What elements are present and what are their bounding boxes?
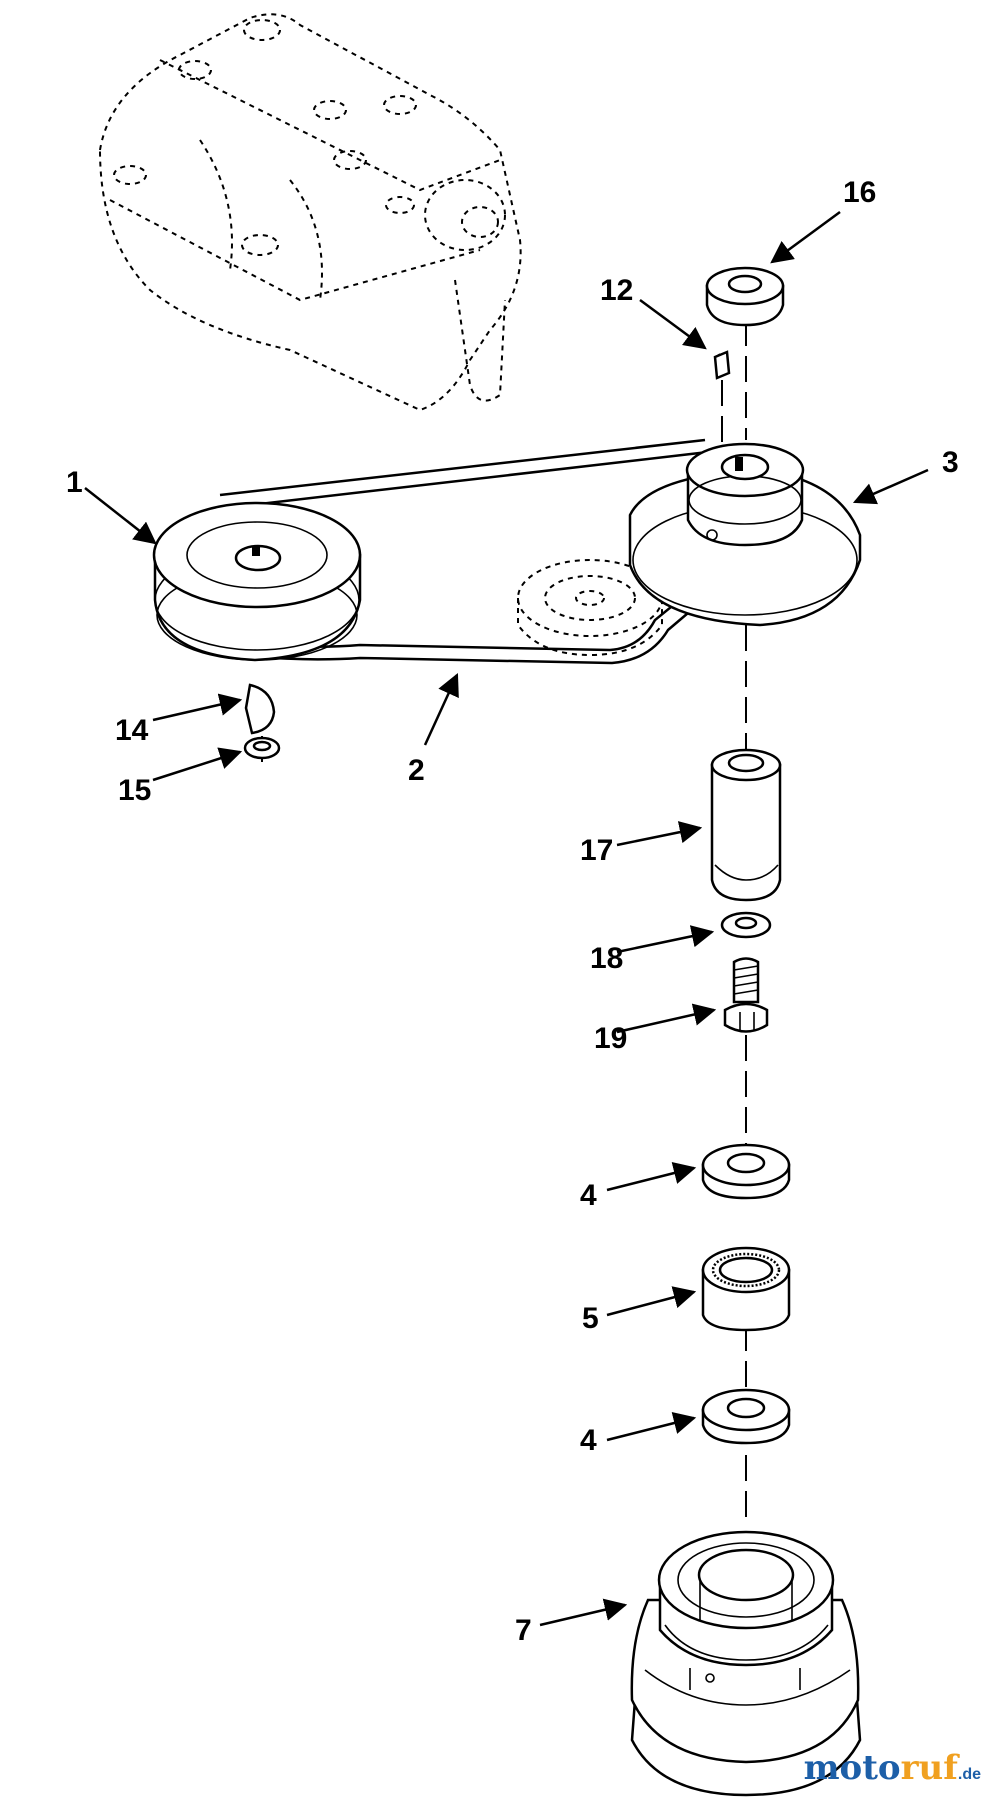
spacer-16 <box>705 266 785 327</box>
key-12 <box>713 350 731 380</box>
label-12: 12 <box>600 274 633 307</box>
spacer-4-upper <box>701 1143 791 1200</box>
tube-17 <box>710 748 782 902</box>
label-15: 15 <box>118 774 151 807</box>
label-1: 1 <box>66 466 83 499</box>
label-7: 7 <box>515 1614 532 1647</box>
pulley-1 <box>152 501 362 662</box>
label-19: 19 <box>594 1022 627 1055</box>
label-18: 18 <box>590 942 623 975</box>
ring-15 <box>243 736 281 760</box>
bolt-19 <box>723 957 769 1033</box>
label-4-upper: 4 <box>580 1179 597 1212</box>
part-labels: 1 2 3 4 4 5 7 12 14 15 16 17 18 19 <box>66 176 959 1647</box>
housing-7 <box>630 1530 862 1797</box>
woodruff-key-14 <box>244 683 276 735</box>
pulley-3 <box>628 442 862 627</box>
label-2: 2 <box>408 754 425 787</box>
label-14: 14 <box>115 714 149 747</box>
label-5: 5 <box>582 1302 599 1335</box>
watermark-part1: moto <box>803 1748 901 1788</box>
watermark-logo: motoruf.de <box>804 1748 981 1788</box>
spacer-4-lower <box>701 1388 791 1445</box>
label-4-lower: 4 <box>580 1424 597 1457</box>
bearing-5 <box>701 1246 791 1332</box>
label-3: 3 <box>942 446 959 479</box>
watermark-suffix: .de <box>957 1766 981 1783</box>
label-16: 16 <box>843 176 876 209</box>
leader-arrows <box>84 210 929 1627</box>
engine-ghost <box>98 13 522 412</box>
washer-18 <box>720 911 772 939</box>
label-17: 17 <box>580 834 613 867</box>
watermark-part2: ruf <box>900 1748 958 1788</box>
